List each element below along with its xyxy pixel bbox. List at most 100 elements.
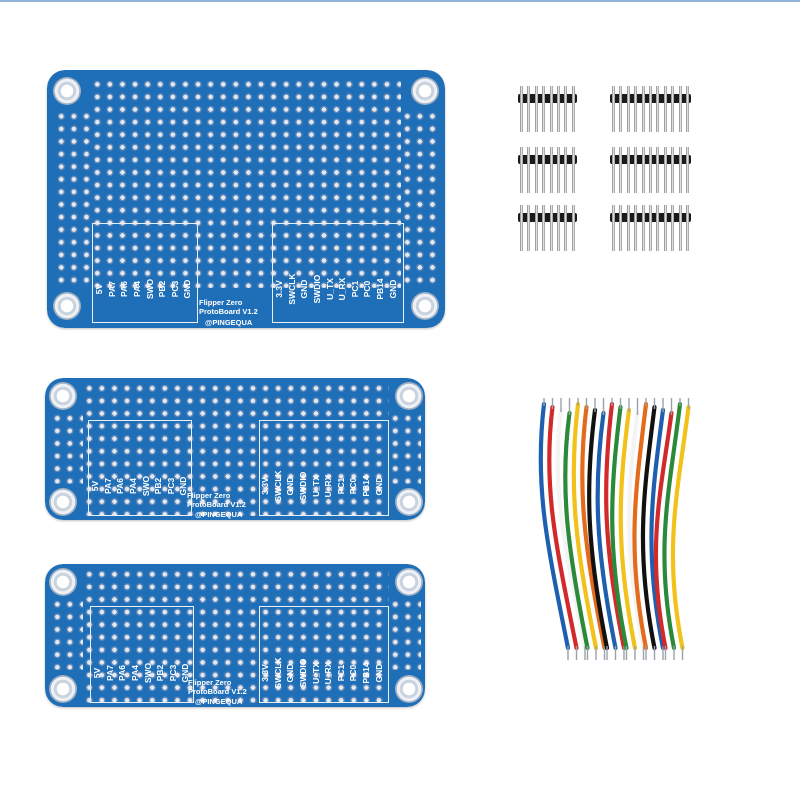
- pin-number: 7: [168, 524, 173, 533]
- mount-hole: [411, 292, 439, 320]
- hole-grid-side: [51, 412, 83, 484]
- mount-hole: [53, 77, 81, 105]
- pin-label: PA4: [128, 478, 139, 494]
- pin-number: 10: [273, 710, 283, 719]
- pin-numbers-right: 9 10 11 12 13 14 15 16 17 18: [259, 710, 385, 719]
- pin-label: U_TX: [310, 475, 321, 497]
- pin-label: PC0: [348, 664, 359, 682]
- header-pin: [619, 205, 623, 251]
- header-pin: [649, 147, 652, 193]
- header-pin: [534, 86, 538, 132]
- jumper-wires-bundle: [538, 398, 691, 660]
- pin-number: 4: [134, 330, 140, 339]
- pin-number: 12: [312, 330, 322, 339]
- pin-label: PA7: [102, 478, 113, 494]
- header-pin: [686, 147, 689, 193]
- jumper-wire: [610, 404, 629, 651]
- pin-numbers-left: 1 2 3 4 5 6 7 8: [91, 710, 192, 719]
- pin-label: PB2: [153, 477, 164, 495]
- pin-number: 14: [338, 330, 347, 339]
- pin-label: 3.3V: [260, 477, 271, 495]
- pin-number: 8: [181, 524, 186, 533]
- header-pin: [534, 147, 538, 193]
- protoboard-large: 5V PA7 PA6 PA4 SWO PB2 PC3 GND 3.3V SWCL…: [47, 70, 445, 328]
- header-pin: [626, 86, 630, 132]
- board-title-line1: Flipper Zero: [187, 491, 231, 500]
- pin-number: 5: [143, 524, 148, 533]
- jumper-wire: [595, 410, 618, 651]
- pin-label: SWDIO: [312, 274, 323, 304]
- mount-hole: [53, 292, 81, 320]
- pin-numbers-right: 9 10 11 12 13 14 15 16 17 18: [259, 524, 385, 533]
- jumper-wire: [640, 404, 657, 651]
- pin-number: 6: [160, 330, 165, 339]
- header-pin: [527, 205, 531, 251]
- mount-hole: [49, 488, 77, 516]
- pin-header: [518, 205, 578, 251]
- pin-labels-left: 5V PA7 PA6 PA4 SWO PB2 PC3 GND: [93, 269, 194, 309]
- header-pin: [671, 86, 675, 132]
- hole-grid: [91, 78, 401, 288]
- header-pin: [649, 86, 652, 132]
- header-pin: [534, 205, 538, 251]
- pin-header: [610, 86, 692, 132]
- header-pin: [678, 86, 682, 132]
- header-pin: [542, 205, 546, 251]
- pin-number: 13: [311, 524, 320, 533]
- pin-header: [518, 86, 578, 132]
- pin-label: U_RX: [337, 277, 348, 301]
- mount-hole: [49, 568, 77, 596]
- jumper-wire: [632, 401, 649, 651]
- pin-label: GND: [373, 663, 384, 683]
- pin-number: 15: [336, 710, 346, 719]
- pin-label: PA6: [117, 665, 128, 681]
- pin-label: SWCLK: [272, 657, 283, 689]
- brand-label: @PINGEQUA: [195, 697, 243, 706]
- pin-number: 2: [107, 710, 112, 719]
- pin-label: 5V: [94, 283, 105, 295]
- pin-label: 3.3V: [274, 280, 285, 298]
- pin-label: PC0: [348, 477, 359, 495]
- jumper-wire: [618, 407, 638, 651]
- header-pin: [663, 147, 667, 193]
- pin-label: PA4: [130, 665, 141, 681]
- header-pin: [641, 205, 645, 251]
- pin-number: 13: [325, 330, 334, 339]
- header-pin: [686, 86, 689, 132]
- pin-number: 4: [130, 524, 136, 533]
- pin-labels-right: 3.3V SWCLK GND SWDIO U_TX U_RX PC1 PC0 P…: [259, 466, 385, 506]
- header-pin: [641, 147, 645, 193]
- jumper-wire: [653, 410, 674, 651]
- pin-header: [610, 205, 692, 251]
- mount-hole: [395, 382, 423, 410]
- pin-number: 6: [158, 710, 163, 719]
- pin-number: 2: [105, 524, 110, 533]
- pin-label: PC1: [349, 280, 360, 298]
- mount-hole: [395, 488, 423, 516]
- pin-labels-right: 3.3V SWCLK GND SWDIO U_TX U_RX PC1 PC0 P…: [259, 653, 385, 693]
- pin-label: SWO: [144, 278, 155, 300]
- header-pin: [542, 86, 546, 132]
- header-pin: [571, 205, 575, 251]
- pin-label: SWO: [142, 662, 153, 684]
- header-pin: [641, 86, 645, 132]
- pin-label: PC1: [335, 664, 346, 682]
- header-pin: [634, 147, 638, 193]
- board-title-line1: Flipper Zero: [199, 298, 243, 307]
- header-pin: [520, 147, 523, 193]
- pin-number: 3: [122, 330, 127, 339]
- pin-label: 3.3V: [260, 664, 271, 682]
- pin-number: 12: [298, 524, 308, 533]
- hole-grid-side: [389, 598, 421, 670]
- jumper-wire: [538, 401, 571, 651]
- pin-strip-right: [259, 420, 389, 516]
- header-pin: [564, 86, 568, 132]
- pin-number: 7: [170, 710, 175, 719]
- header-pin: [612, 86, 615, 132]
- pin-labels-left: 5V PA7 PA6 PA4 SWO PB2 PC3 GND: [91, 653, 192, 693]
- pin-label: PB14: [375, 278, 386, 300]
- header-plastic: [518, 94, 578, 103]
- pin-number: 5: [147, 330, 152, 339]
- mount-hole: [395, 568, 423, 596]
- header-pin: [564, 147, 568, 193]
